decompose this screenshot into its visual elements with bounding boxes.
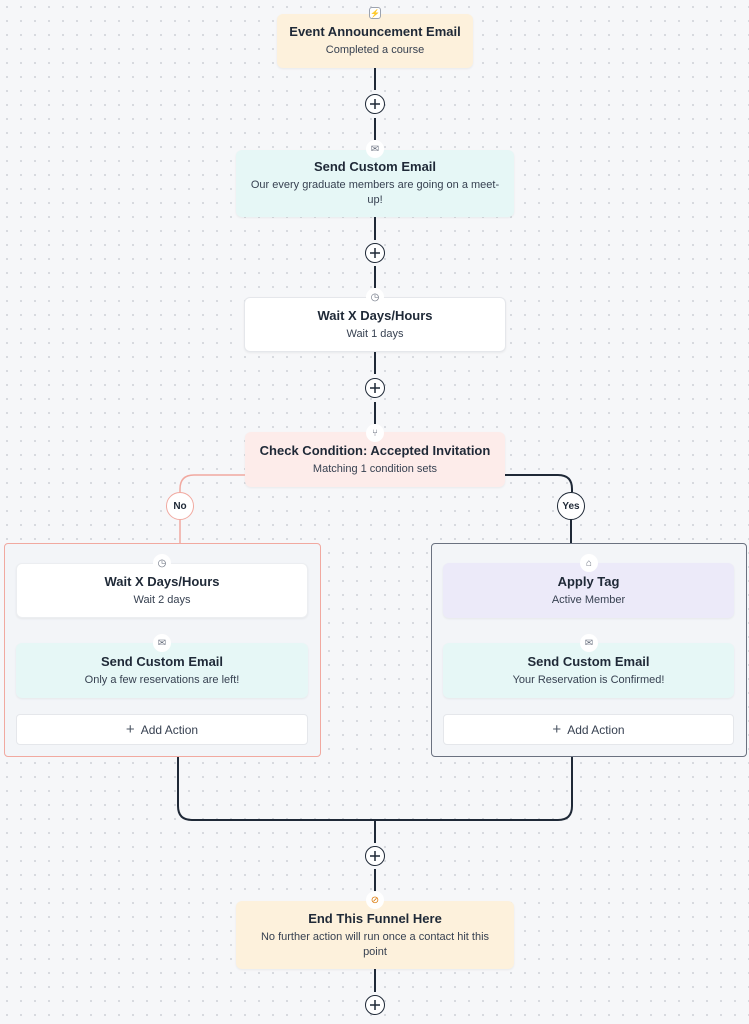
add-action-label: Add Action xyxy=(567,722,625,737)
wait-node[interactable]: Wait X Days/Hours Wait 1 days xyxy=(244,297,506,352)
node-title: Send Custom Email xyxy=(313,159,437,174)
send-email-node[interactable]: Send Custom Email Our every graduate mem… xyxy=(236,150,514,217)
clock-icon: ◷ xyxy=(153,554,171,572)
node-title: Send Custom Email xyxy=(100,653,224,669)
node-subtitle: Wait 2 days xyxy=(133,593,191,606)
node-subtitle: Only a few reservations are left! xyxy=(84,673,240,686)
add-action-button[interactable]: + Add Action xyxy=(443,714,734,745)
plus-icon xyxy=(370,1000,380,1010)
plus-icon xyxy=(370,383,380,393)
add-step-button[interactable] xyxy=(365,94,385,114)
node-subtitle: Completed a course xyxy=(325,44,425,56)
plus-icon xyxy=(370,851,380,861)
stop-icon: ⊘ xyxy=(366,891,384,909)
node-title: Send Custom Email xyxy=(527,653,650,669)
plus-icon: + xyxy=(552,720,562,738)
plus-icon xyxy=(370,99,380,109)
trigger-node[interactable]: Event Announcement Email Completed a cou… xyxy=(277,14,473,68)
apply-tag-node[interactable]: Apply Tag Active Member xyxy=(443,563,734,618)
node-subtitle: Matching 1 condition sets xyxy=(312,462,438,475)
node-subtitle: Wait 1 days xyxy=(346,327,404,340)
node-title: Check Condition: Accepted Invitation xyxy=(259,442,491,458)
tag-icon: ⌂ xyxy=(580,554,598,572)
add-step-button[interactable] xyxy=(365,243,385,263)
wait-node[interactable]: Wait X Days/Hours Wait 2 days xyxy=(16,563,308,618)
node-title: Event Announcement Email xyxy=(289,24,461,39)
node-title: End This Funnel Here xyxy=(308,910,442,926)
node-title: Apply Tag xyxy=(557,573,620,589)
add-action-label: Add Action xyxy=(140,722,199,737)
add-step-button[interactable] xyxy=(365,995,385,1015)
email-icon: ✉ xyxy=(153,634,171,652)
email-icon: ✉ xyxy=(366,140,384,158)
send-email-node[interactable]: Send Custom Email Only a few reservation… xyxy=(16,643,308,698)
lightning-icon: ⚡ xyxy=(369,7,381,19)
plus-icon: + xyxy=(125,720,135,738)
branch-no-label[interactable]: No xyxy=(166,492,194,520)
clock-icon: ◷ xyxy=(366,288,384,306)
email-icon: ✉ xyxy=(580,634,598,652)
plus-icon xyxy=(370,248,380,258)
node-subtitle: Our every graduate members are going on … xyxy=(250,179,500,206)
end-funnel-node[interactable]: End This Funnel Here No further action w… xyxy=(236,901,514,969)
node-subtitle: Your Reservation is Confirmed! xyxy=(512,673,665,686)
send-email-node[interactable]: Send Custom Email Your Reservation is Co… xyxy=(443,643,734,698)
add-action-button[interactable]: + Add Action xyxy=(16,714,308,745)
add-step-button[interactable] xyxy=(365,378,385,398)
node-subtitle: No further action will run once a contac… xyxy=(260,930,490,958)
node-title: Wait X Days/Hours xyxy=(317,307,433,323)
node-title: Wait X Days/Hours xyxy=(104,573,220,589)
branch-yes-label[interactable]: Yes xyxy=(557,492,585,520)
add-step-button[interactable] xyxy=(365,846,385,866)
branch-icon: ⑂ xyxy=(366,424,384,442)
node-subtitle: Active Member xyxy=(551,593,626,606)
